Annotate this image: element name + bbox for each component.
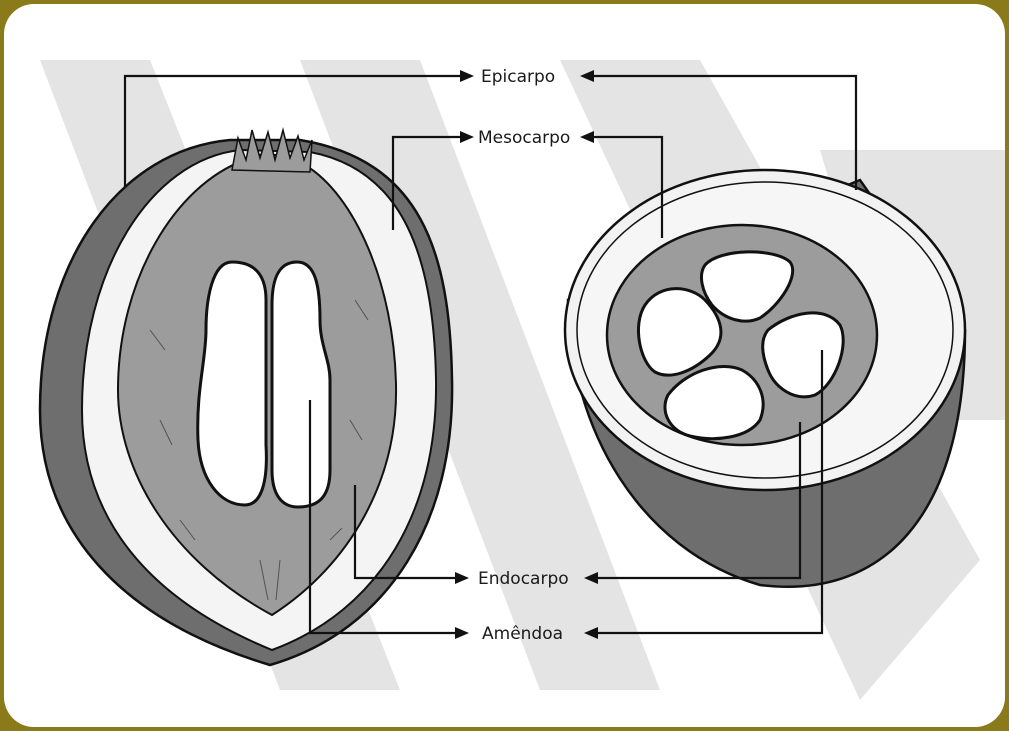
cross-section — [565, 170, 965, 587]
label-mesocarpo: Mesocarpo — [478, 128, 570, 148]
figure-panel: Epicarpo Mesocarpo Endocarpo Amêndoa — [4, 4, 1005, 727]
longitudinal-section — [40, 130, 452, 665]
fruit-diagram: Epicarpo Mesocarpo Endocarpo Amêndoa — [4, 4, 1005, 727]
amendoa-arrow-left — [455, 627, 469, 639]
label-epicarpo: Epicarpo — [481, 67, 555, 87]
left-seed-cavity-1 — [198, 262, 267, 505]
epicarpo-arrow-left — [460, 70, 474, 82]
label-endocarpo: Endocarpo — [478, 569, 569, 589]
mesocarpo-arrow-right — [580, 131, 594, 143]
mesocarpo-arrow-left — [460, 131, 474, 143]
endocarpo-arrow-left — [455, 572, 469, 584]
label-amendoa: Amêndoa — [482, 624, 563, 644]
